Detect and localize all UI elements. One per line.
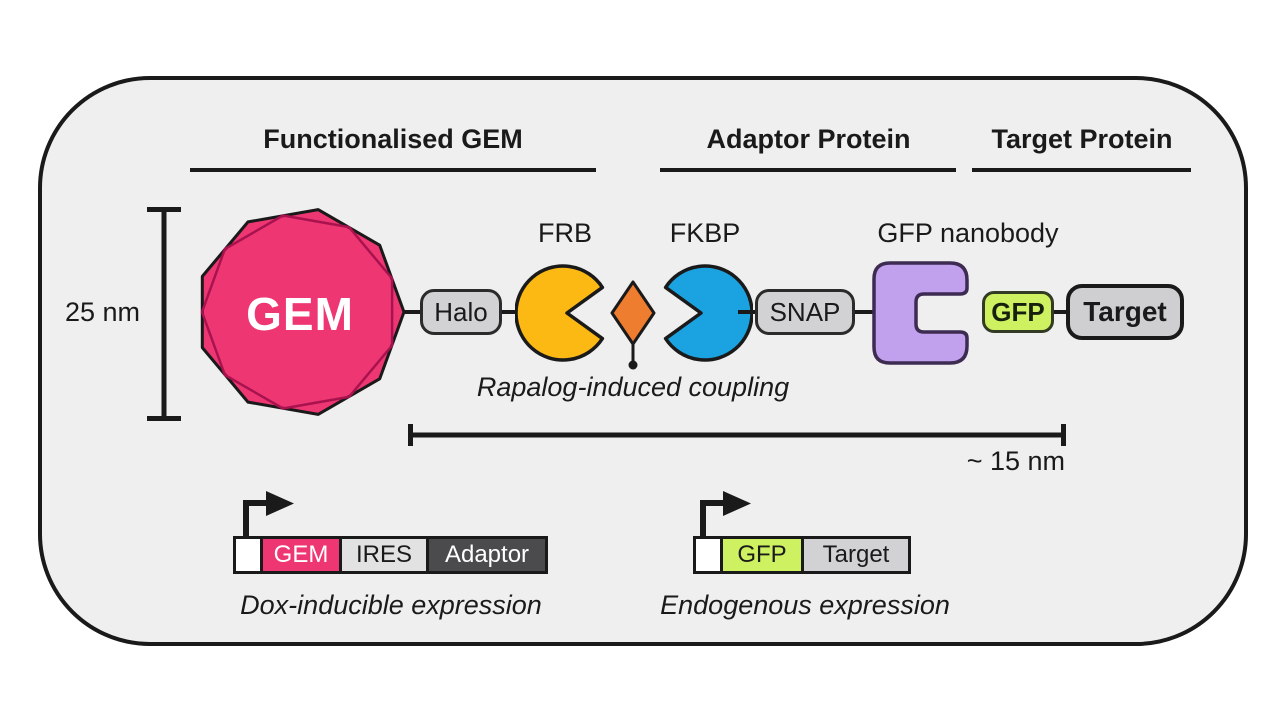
endogenous-promoter-segment [693,536,723,574]
dox-construct: GEM IRES Adaptor [233,536,548,574]
connector-gem-halo [404,310,422,314]
gfp-nanobody-clamp-icon [872,261,969,365]
complex-length-label: ~ 15 nm [966,446,1065,476]
gfp-nanobody-label: GFP nanobody [877,218,1059,248]
header-underline-target-protein [972,168,1191,172]
gem-diameter-label: 25 nm [64,297,140,327]
connector-snap-nanobody [855,310,873,314]
frb-pacman-icon [515,264,605,362]
rapalog-diamond-icon [610,280,656,370]
dox-gem-segment-label: GEM [273,541,329,568]
gem-particle-label: GEM [246,288,354,340]
dox-expression-caption: Dox-inducible expression [240,590,542,620]
endogenous-expression-caption: Endogenous expression [660,590,950,620]
endogenous-gfp-segment-label: GFP [737,541,787,568]
gem-particle-icon [200,208,406,416]
promoter-arrow-icon [243,491,294,537]
halo-tag: Halo [420,289,502,335]
connector-gfp-target [1054,310,1068,314]
endogenous-gfp-segment: GFP [720,536,804,574]
complex-length-ruler-icon [408,424,1066,446]
dox-promoter-segment [233,536,263,574]
fkbp-label: FKBP [669,218,741,248]
dox-ires-segment: IRES [339,536,429,574]
rapalog-coupling-caption: Rapalog-induced coupling [476,372,790,402]
target-protein-box-label: Target [1083,296,1167,327]
snap-tag: SNAP [755,289,855,335]
endogenous-construct: GFP Target [693,536,911,574]
dox-adaptor-segment-label: Adaptor [444,541,530,568]
promoter-arrow-icon [700,491,751,537]
gfp-tag-label: GFP [991,296,1045,327]
dox-adaptor-segment: Adaptor [426,536,548,574]
dox-ires-segment-label: IRES [355,541,412,568]
header-underline-functionalised-gem [190,168,596,172]
endogenous-target-segment: Target [801,536,911,574]
header-underline-adaptor-protein [660,168,956,172]
endogenous-target-segment-label: Target [822,541,890,568]
fkbp-pacman-icon [663,264,753,362]
header-adaptor-protein: Adaptor Protein [706,124,911,154]
gfp-tag: GFP [982,291,1054,333]
dox-gem-segment: GEM [260,536,342,574]
frb-label: FRB [538,218,592,248]
snap-tag-label: SNAP [769,296,841,327]
connector-fkbp-snap [738,310,756,314]
target-protein-box: Target [1066,284,1184,340]
halo-tag-label: Halo [434,296,488,327]
connector-halo-frb [502,310,518,314]
gem-diameter-ruler-icon [147,207,181,421]
header-functionalised-gem: Functionalised GEM [263,124,523,154]
header-target-protein: Target Protein [991,124,1173,154]
